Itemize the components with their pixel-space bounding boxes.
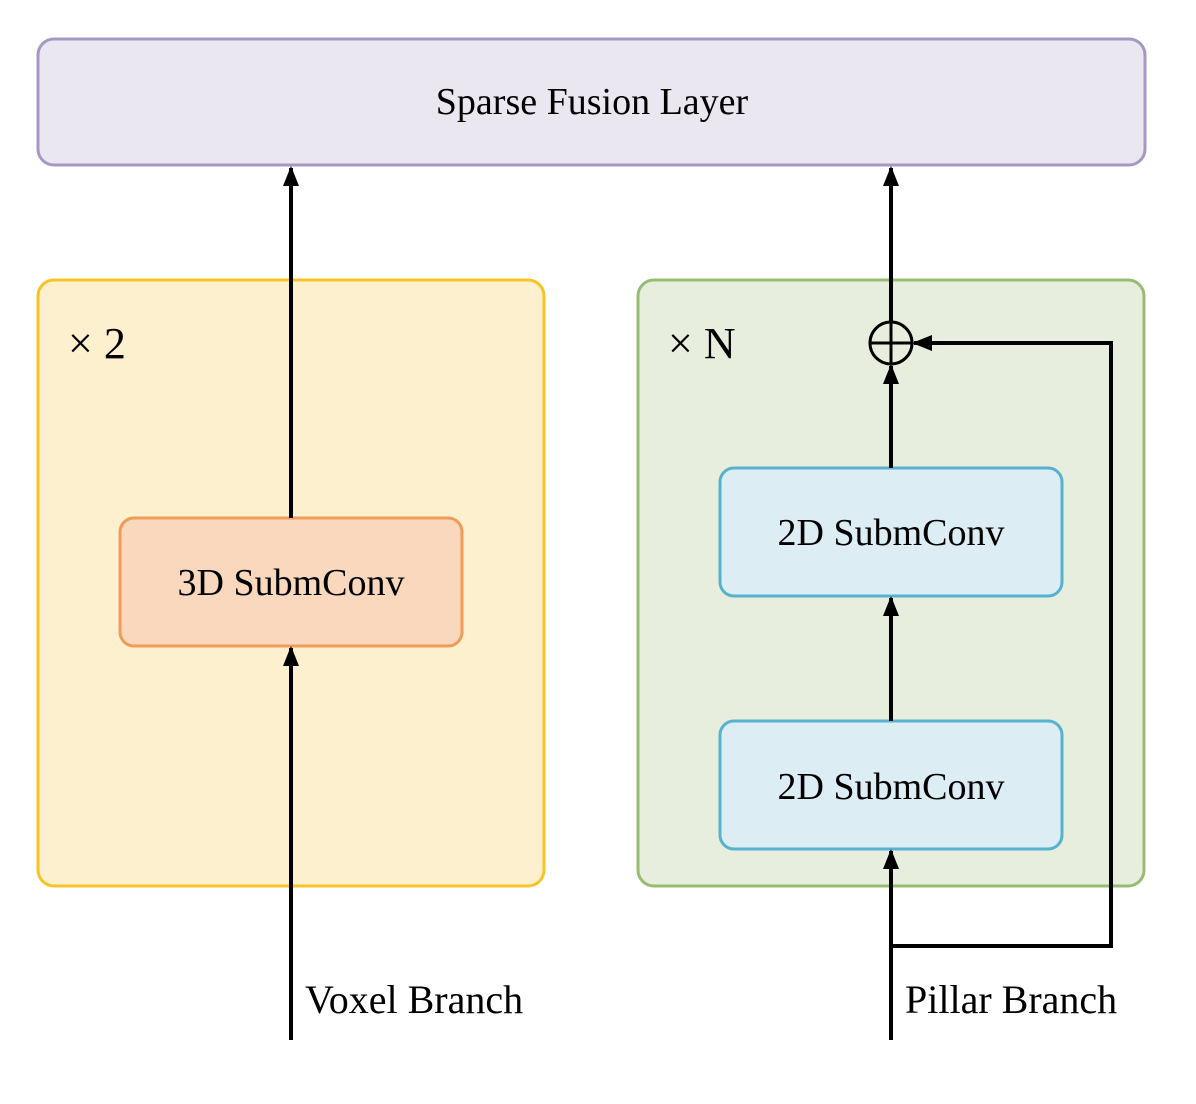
fusion-layer-box [36,37,1147,167]
voxel-repeat-label: × 2 [68,319,126,368]
residual-skip-arrow [891,335,1113,948]
conv2d-top-label: 2D SubmConv [778,512,1005,554]
fusion-layer-label: Sparse Fusion Layer [436,81,749,123]
sum-node-icon [868,320,914,366]
conv3d-label: 3D SubmConv [178,562,405,604]
pillar-branch-label: Pillar Branch [905,977,1117,1022]
pillar-repeat-label: × N [668,319,736,368]
voxel-branch-label: Voxel Branch [305,977,523,1022]
conv2d-bottom-label: 2D SubmConv [778,766,1005,808]
